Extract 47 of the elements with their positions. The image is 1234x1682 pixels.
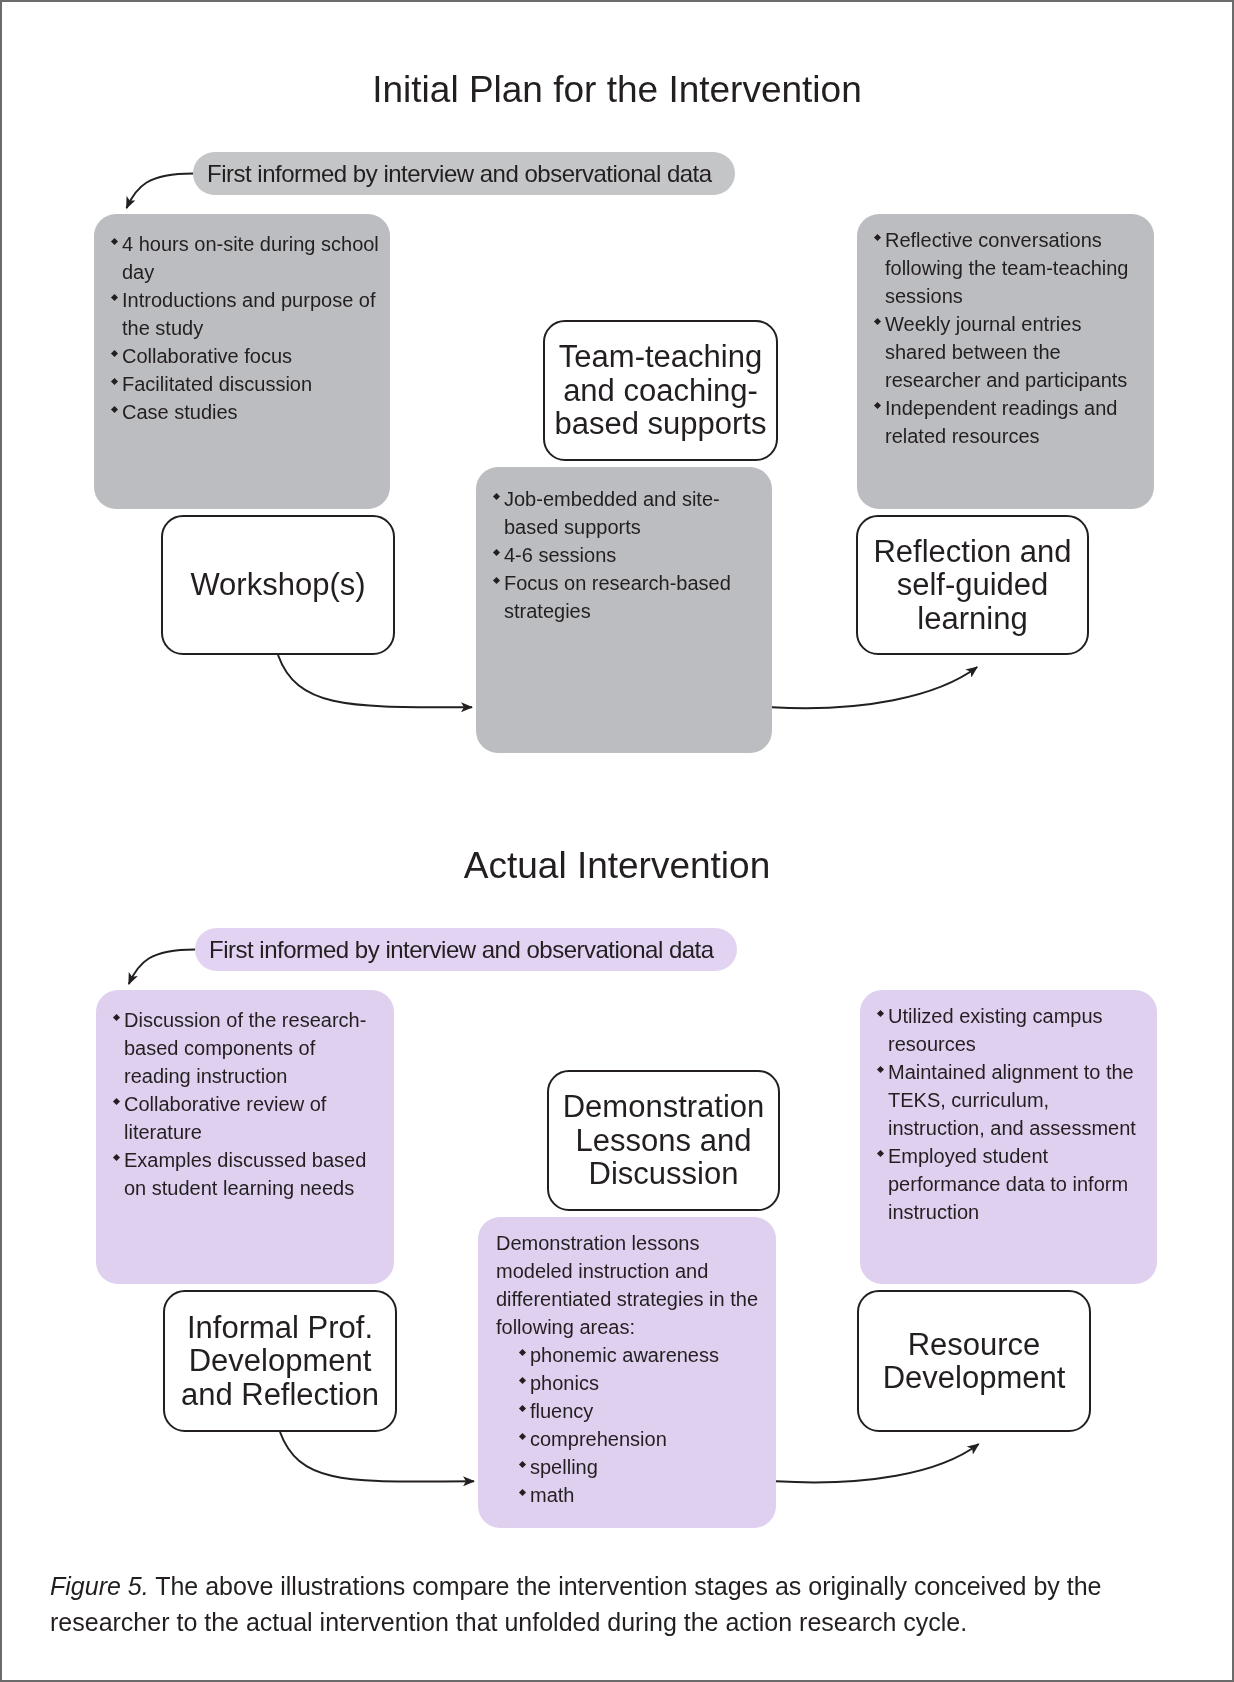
bullet-text: Focus on research-based strategies xyxy=(504,571,732,624)
bullet-text: comprehension xyxy=(530,1427,667,1452)
bullet-text: Reflective conversations following the team-teaching sessions xyxy=(885,228,1130,309)
stage-panel xyxy=(860,990,1157,1284)
stage-panel xyxy=(857,214,1154,509)
bullet-text: Employed student performance data to inform instruction xyxy=(888,1144,1130,1225)
section-heading: Actual Intervention xyxy=(462,844,772,888)
bullet-text: Examples discussed based on student learning needs xyxy=(124,1148,368,1201)
stage-panel xyxy=(94,214,390,509)
stage-box: Demonstration Lessons and Discussion xyxy=(547,1070,780,1211)
note-pill: First informed by interview and observational data xyxy=(193,152,735,195)
note-pill: First informed by interview and observational data xyxy=(195,928,737,971)
bullet-text: Weekly journal entries shared between the researcher and participants xyxy=(885,312,1129,393)
bullet-text: spelling xyxy=(530,1455,598,1480)
bullet-text: Collaborative review of literature xyxy=(124,1092,328,1145)
bullet-text: phonemic awareness xyxy=(530,1343,719,1368)
stage-box: Informal Prof. Development and Reflection xyxy=(163,1290,397,1432)
bullet-text: Case studies xyxy=(122,400,238,425)
heading: Initial Plan for the Intervention xyxy=(371,68,863,112)
bullet-text: Independent readings and related resources xyxy=(885,396,1119,449)
bullet-text: 4 hours on-site during school day xyxy=(122,232,380,285)
bullet-text: fluency xyxy=(530,1399,594,1424)
stage-panel xyxy=(96,990,394,1284)
stage-box: Resource Development xyxy=(857,1290,1091,1432)
stage-box: Reflection and self-guided learning xyxy=(856,515,1089,655)
arrow xyxy=(775,1443,980,1484)
bullet-text: Introductions and purpose of the study xyxy=(122,288,377,341)
bullet-text: phonics xyxy=(530,1371,599,1396)
stage-box: Team-teaching and coaching-based supports xyxy=(543,320,778,461)
bullet-text: Maintained alignment to the TEKS, curriculum, instruction, and assessment xyxy=(888,1060,1137,1141)
bullet-text: Utilized existing campus resources xyxy=(888,1004,1104,1057)
bullet-text: math xyxy=(530,1483,575,1508)
figure-caption: Figure 5. The above illustrations compare the intervention stages as originally conceived by the researcher to the actual intervention that unfolded during the action research cycle. xyxy=(50,1571,1103,1638)
stage-box: Workshop(s) xyxy=(161,515,395,655)
bullet-text: Discussion of the research-based components of reading instruction xyxy=(124,1008,368,1089)
arrow xyxy=(125,172,194,209)
stage-panel xyxy=(476,467,772,753)
bullet-text: 4-6 sessions xyxy=(504,543,617,568)
bullet-text: Facilitated discussion xyxy=(122,372,313,397)
stage-panel xyxy=(478,1217,776,1528)
arrow xyxy=(771,666,979,710)
arrow xyxy=(127,948,196,985)
panel-text: Demonstration lessons modeled instruction and differentiated strategies in the following areas: xyxy=(496,1231,760,1340)
bullet-text: Job-embedded and site-based supports xyxy=(504,487,721,540)
arrow xyxy=(277,654,473,713)
bullet-text: Collaborative focus xyxy=(122,344,293,369)
arrow xyxy=(279,1431,475,1487)
